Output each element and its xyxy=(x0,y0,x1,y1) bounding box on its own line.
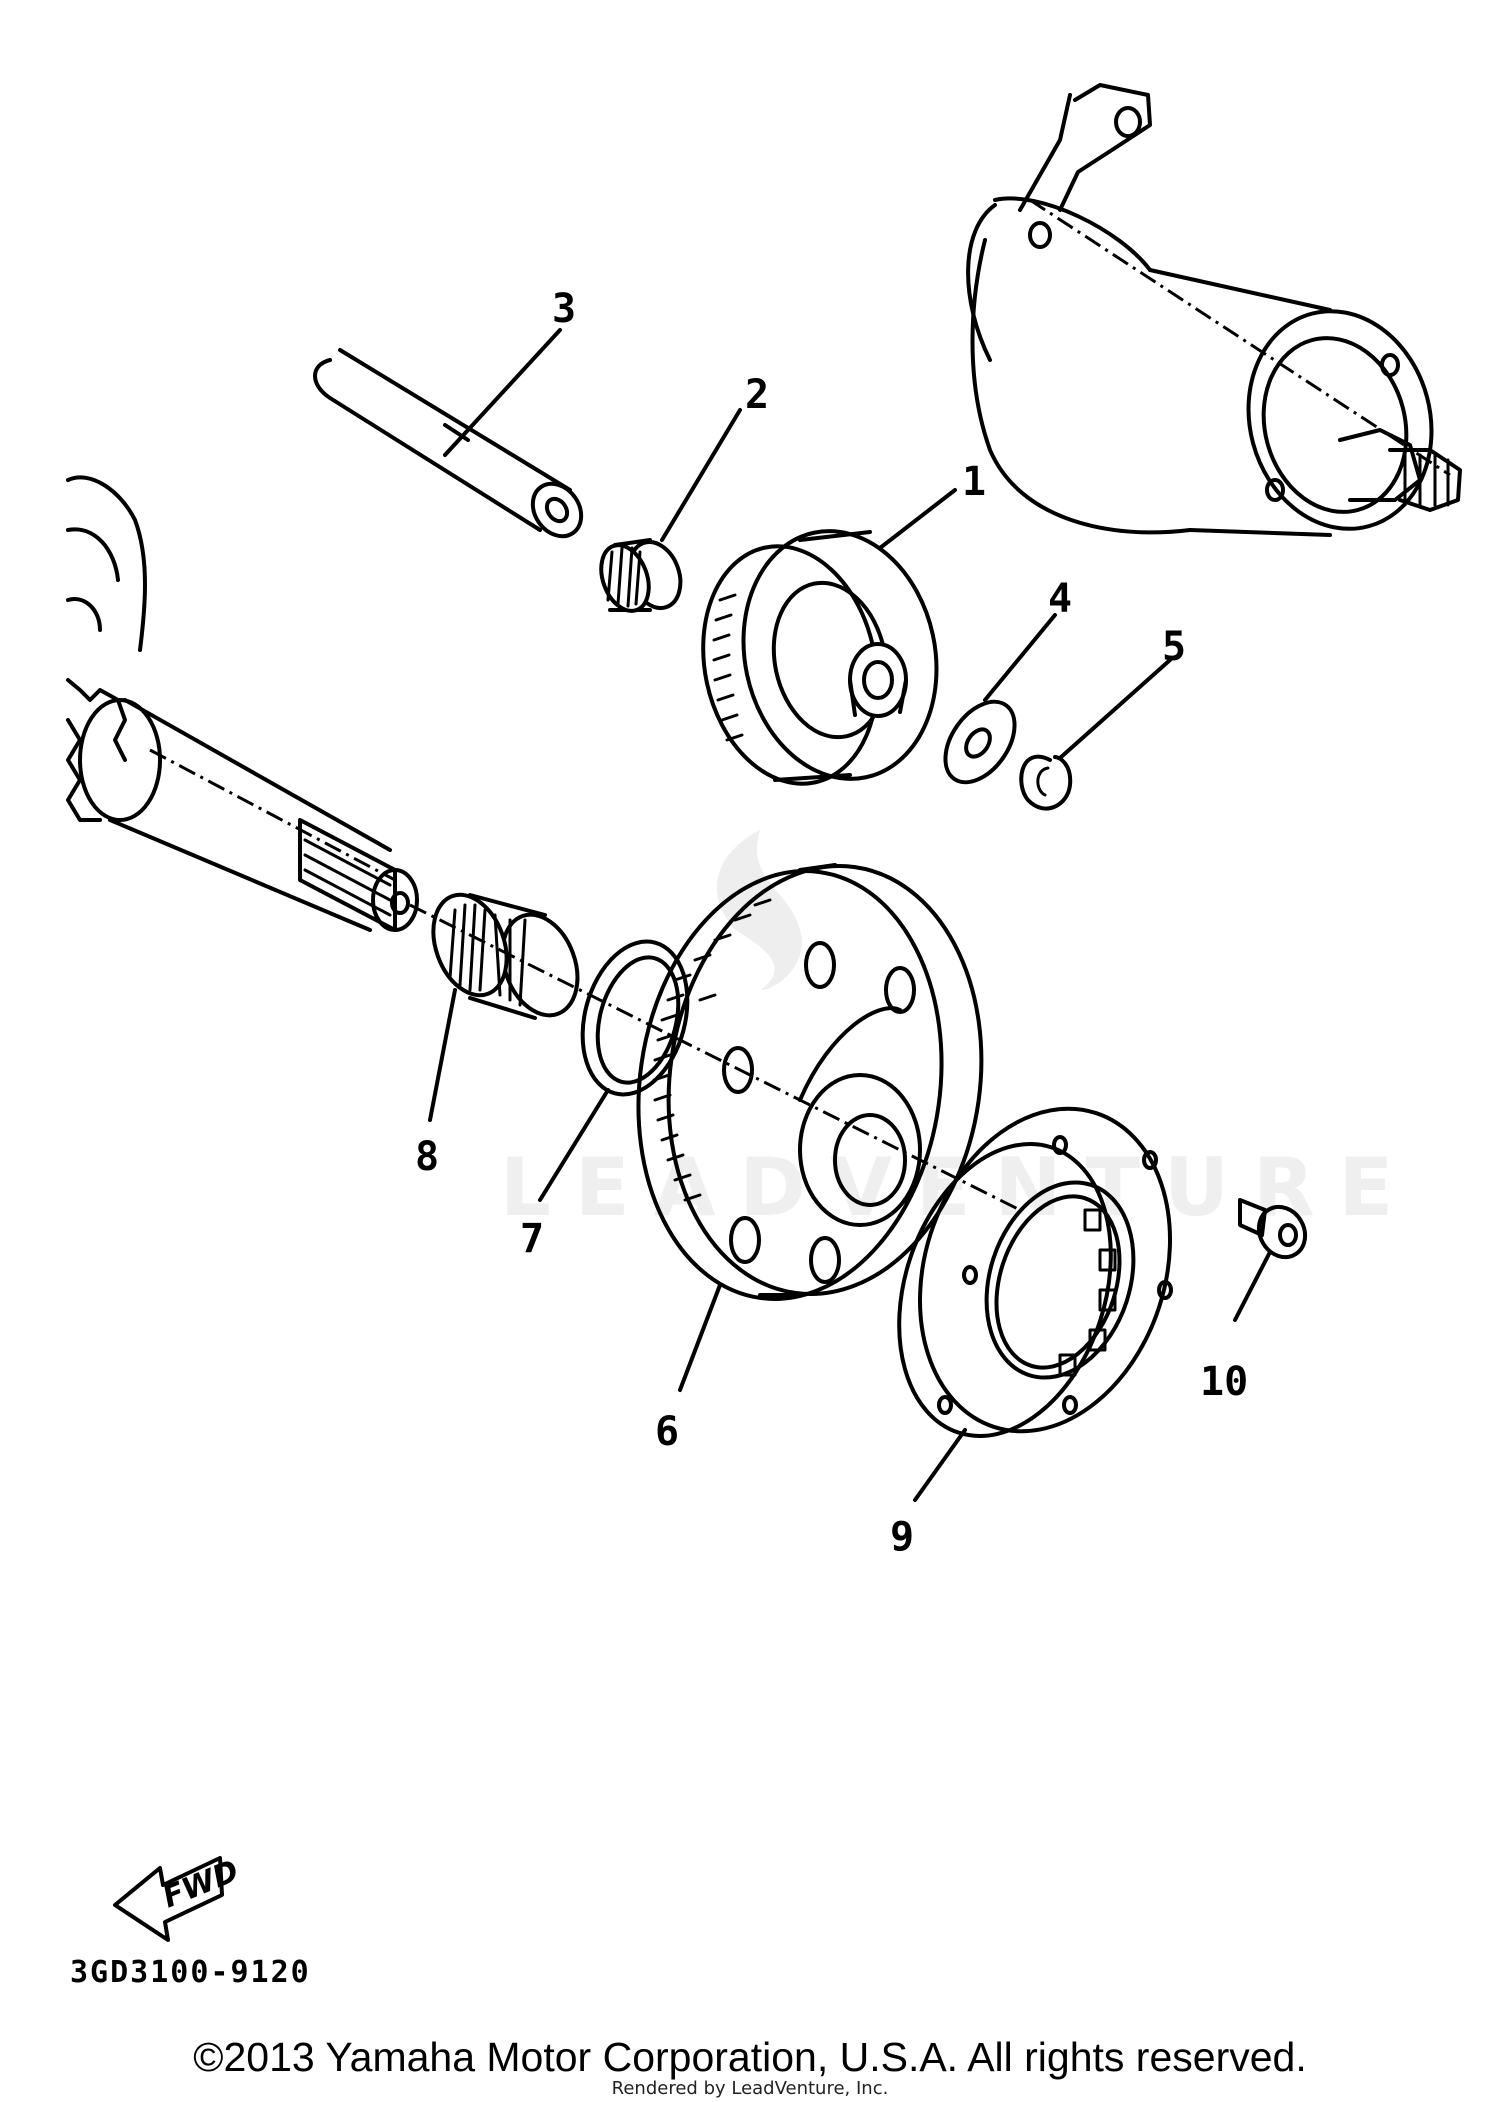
part-8-bearing xyxy=(431,892,580,1020)
part-5-circlip xyxy=(1019,754,1073,811)
drawing-code: 3GD3100-9120 xyxy=(70,1955,311,1990)
part-1-idler-gear xyxy=(701,529,939,786)
starter-motor xyxy=(966,83,1462,537)
part-6-wheel-gear xyxy=(409,863,1021,1301)
callout-10: 10 xyxy=(1200,1359,1248,1405)
callout-1: 1 xyxy=(962,459,986,505)
copyright-notice: ©2013 Yamaha Motor Corporation, U.S.A. A… xyxy=(193,2034,1307,2080)
part-7-washer xyxy=(580,939,690,1097)
callout-7: 7 xyxy=(520,1216,544,1262)
callouts: 1 2 3 4 5 6 7 8 9 10 xyxy=(415,286,1248,1560)
callout-6: 6 xyxy=(655,1409,679,1455)
crankshaft xyxy=(66,475,419,932)
callout-5: 5 xyxy=(1162,624,1186,670)
callout-2: 2 xyxy=(745,372,769,418)
callout-3: 3 xyxy=(552,286,576,332)
callout-8: 8 xyxy=(415,1134,439,1180)
rendered-by-notice: Rendered by LeadVenture, Inc. xyxy=(611,2078,889,2099)
watermark-text: LEADVENTURE xyxy=(500,1141,1417,1234)
part-4-washer xyxy=(943,699,1017,785)
leader-lines xyxy=(428,328,1272,1502)
fwd-arrow: FWD xyxy=(113,1854,244,1942)
part-3-shaft xyxy=(313,348,584,539)
part-2-bearing xyxy=(599,538,683,613)
part-9-clutch xyxy=(897,1106,1173,1438)
callout-4: 4 xyxy=(1048,576,1072,622)
callout-9: 9 xyxy=(890,1514,914,1560)
part-10-bolt xyxy=(1238,1198,1308,1260)
